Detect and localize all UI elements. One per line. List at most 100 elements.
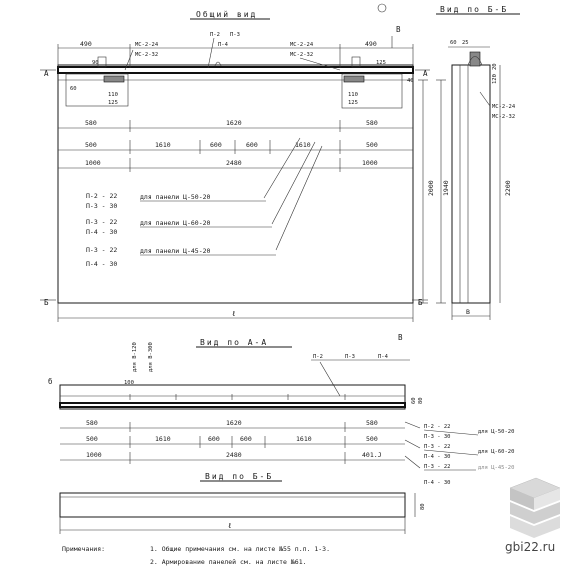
dim-600-b: 600 — [246, 141, 258, 149]
callout-ms32-left: МС-2-32 — [135, 52, 158, 58]
callout-p3-top: П-3 — [230, 32, 240, 38]
aa-legend-l2: П-3 - 30 — [424, 434, 451, 440]
aa-legend-f1: для Ц-50-20 — [478, 429, 514, 435]
dim-1000-right: 1000 — [362, 159, 378, 167]
mark-a-right: А — [423, 69, 428, 78]
callout-p4-top: П-4 — [218, 42, 229, 48]
dim-600-aa-b: 600 — [240, 435, 252, 443]
dim-1000-left: 1000 — [85, 159, 101, 167]
dim-500-aa-left: 500 — [86, 435, 98, 443]
dim-v-bb: В — [466, 308, 470, 316]
dim-1000-aa-left: 1000 — [86, 451, 102, 459]
aa-legend-l6: П-4 - 30 — [424, 480, 451, 486]
title-view-bb: Вид по Б-Б — [440, 5, 508, 14]
dim-ell-b6: ℓ — [228, 521, 232, 530]
dim-60-aa: 60 — [411, 397, 417, 404]
callout-p3-aa: П-3 — [345, 354, 355, 360]
dim-600-a: 600 — [210, 141, 222, 149]
dim-90-a: 90 — [92, 60, 99, 66]
watermark-logo-icon — [509, 477, 561, 538]
dim-2000-v: 2000 — [427, 180, 435, 196]
callout-ms24-right: МС-2-24 — [290, 42, 314, 48]
dim-60-bb: 60 — [450, 40, 457, 46]
aa-legend-l1: П-2 - 22 — [424, 424, 451, 430]
callout-ms24-bb: МС-2-24 — [492, 104, 516, 110]
mark-a-left: А — [44, 69, 49, 78]
legend-g1-l2: П-3 - 30 — [86, 202, 117, 210]
dim-1610-aa-left: 1610 — [155, 435, 171, 443]
dim-1620: 1620 — [226, 119, 242, 127]
dim-1610-right: 1610 — [295, 141, 311, 149]
aa-legend-f2: для Ц-60-20 — [478, 449, 514, 455]
dim-1610-left: 1610 — [155, 141, 171, 149]
callout-p2-aa: П-2 — [313, 354, 323, 360]
aa-rib — [59, 402, 406, 408]
circle-mark — [377, 3, 387, 13]
legend-g3-l1: П-3 - 22 — [86, 246, 117, 254]
callout-ms24-left: МС-2-24 — [135, 42, 159, 48]
legend-g1-l1: П-2 - 22 — [86, 192, 117, 200]
dim-2200-v: 2200 — [504, 180, 512, 196]
panel-outline — [57, 64, 414, 304]
title-view-aa: Вид по А-А — [200, 338, 268, 347]
mark-v-top: В — [396, 25, 401, 34]
dim-125-c: 125 — [348, 100, 358, 106]
aa-legend-l4: П-4 - 30 — [424, 454, 451, 460]
dim-580-left: 580 — [85, 119, 97, 127]
mark-v-aa: В — [398, 333, 403, 342]
dim-500-right: 500 — [366, 141, 378, 149]
dim-60-a: 60 — [70, 86, 77, 92]
label-dv120: для В-120 — [132, 342, 138, 372]
dim-580-aa-left: 580 — [86, 419, 98, 427]
dim-2480-aa: 2480 — [226, 451, 242, 459]
dim-580-right: 580 — [366, 119, 378, 127]
dim-490-left: 490 — [80, 40, 92, 48]
dim-110-a: 110 — [108, 92, 118, 98]
dim-ell-general: ℓ — [232, 309, 236, 318]
aa-legend-l5: П-3 - 22 — [424, 464, 451, 470]
legend-g3-l2: П-4 - 30 — [86, 260, 117, 268]
dim-600-aa-a: 600 — [208, 435, 220, 443]
mark-small-b: б — [48, 377, 53, 386]
callout-ms32-right: МС-2-32 — [290, 52, 313, 58]
dim-40-right: 40 — [407, 78, 414, 84]
watermark-text: gbi22.ru — [505, 540, 555, 554]
dim-125-a: 125 — [108, 100, 118, 106]
legend-g2-txt: для панели Ц-60-20 — [140, 219, 211, 227]
note-2: 2. Армирование панелей см. на листе №61. — [150, 558, 307, 566]
dim-500-left: 500 — [85, 141, 97, 149]
dim-401-aa: 401.J — [362, 451, 382, 459]
aa-panel — [59, 384, 406, 410]
dim-120-bb: 120 — [492, 74, 498, 84]
b6-panel — [59, 492, 406, 518]
note-1: 1. Общие примечания см. на листе №55 п.п… — [150, 545, 330, 553]
title-view-b6: Вид по Б-Б — [205, 472, 273, 481]
title-general-view: Общий вид — [196, 9, 257, 19]
dim-1610-aa-right: 1610 — [296, 435, 312, 443]
dim-490-right: 490 — [365, 40, 377, 48]
side-panel — [451, 64, 491, 304]
mark-b-right: Б — [418, 298, 423, 307]
dim-580-aa-right: 580 — [366, 419, 378, 427]
legend-g2-l1: П-3 - 22 — [86, 218, 117, 226]
dim-110-b: 110 — [348, 92, 358, 98]
dim-80-b6: 80 — [420, 503, 426, 510]
callout-p4-aa: П-4 — [378, 354, 389, 360]
legend-g2-l2: П-4 - 30 — [86, 228, 117, 236]
dim-1620-aa: 1620 — [226, 419, 242, 427]
dim-125-b: 125 — [376, 60, 386, 66]
top-rib — [57, 66, 414, 74]
dim-105-aa: 100 — [124, 380, 134, 386]
aa-legend-l3: П-3 - 22 — [424, 444, 451, 450]
notes-label: Примечания: — [62, 545, 105, 553]
dim-500-aa-right: 500 — [366, 435, 378, 443]
label-dv300: для В-300 — [148, 342, 154, 372]
mark-b-left: Б — [44, 298, 49, 307]
dim-25-bb: 25 — [462, 40, 469, 46]
callout-ms32-bb: МС-2-32 — [492, 114, 515, 120]
dim-20-bb: 20 — [492, 63, 498, 70]
dim-80-aa: 80 — [418, 397, 424, 404]
callout-p2-top: П-2 — [210, 32, 220, 38]
dim-1940-v: 1940 — [442, 180, 450, 196]
